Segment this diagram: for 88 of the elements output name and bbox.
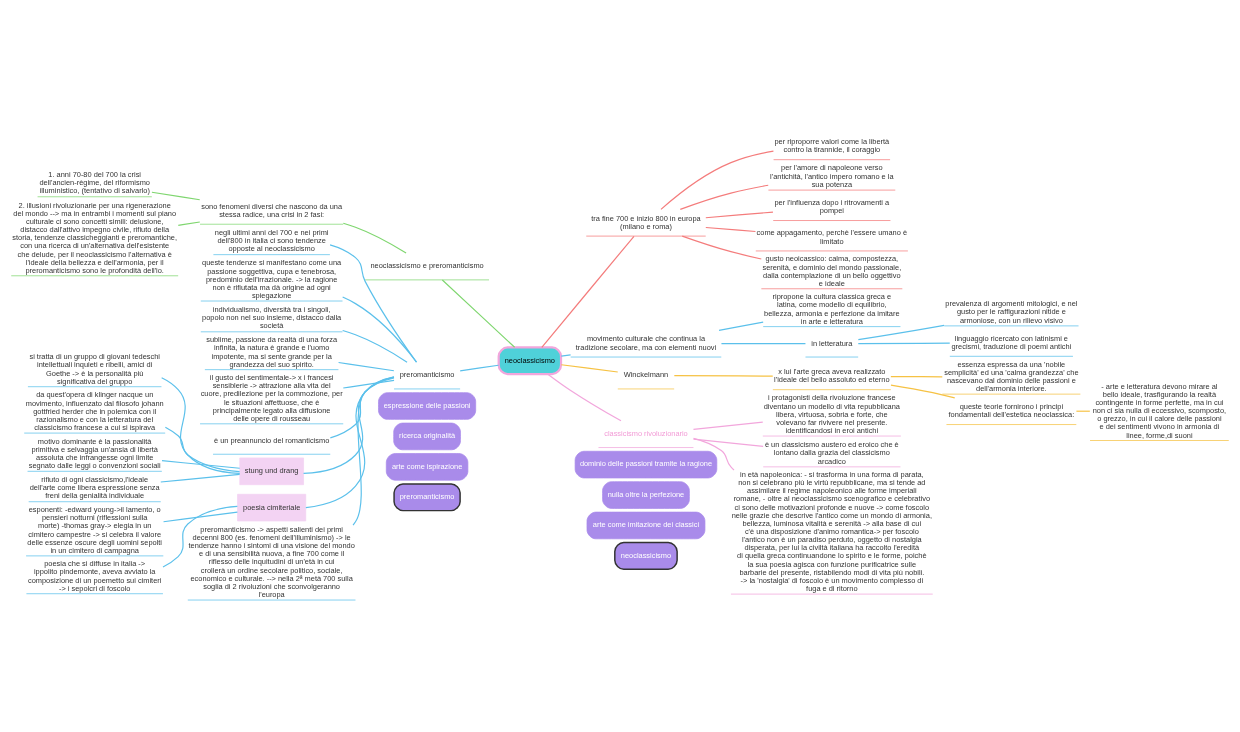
node-text: si tratta di un gruppo di giovani tedeschi intellettuali inquieti e ribelli, amici di Goethe -> è la personalità più significativa del gruppo: [29, 351, 160, 386]
node-text: individualismo, diversità tra i singoli, popolo non nel suo insieme, distacco dalla società: [202, 304, 342, 330]
connector: [720, 342, 807, 344]
node-box: preromanticismo: [393, 482, 461, 511]
connector: [692, 420, 764, 430]
connector: [890, 375, 943, 377]
node-text: queste teorie fornirono i principi fondamentali dell'estetica neoclassica:: [948, 401, 1075, 419]
node-text: x lui l'arte greca aveva realizzato l'ideale del bello assoluto ed eterno: [774, 366, 890, 384]
connector: [302, 376, 395, 474]
node-text: è un preannuncio del romanticismo: [214, 435, 330, 445]
node-text: queste tendenze si manifestano come una passione soggettiva, cupa e tenebrosa, predominio dell'irrazionale. -> la ragione non è rifiutata ma dà origine ad ogni spiegazione: [202, 257, 342, 300]
connector: [718, 321, 764, 331]
connector: [342, 329, 408, 363]
node-text: negli ultimi anni del 700 e nei primi dell'800 in italia ci sono tendenze opposte al neoclassicismo: [214, 227, 329, 253]
node-text: essenza espressa da una 'nobile semplicità' ed una 'calma grandezza' che nascevano dal dominio delle passioni e dell'armonia interiore.: [944, 359, 1079, 393]
connector: [857, 324, 945, 340]
connector: [160, 473, 241, 483]
node-text: come appagamento, perchè l'essere umano è limitato: [756, 227, 908, 246]
node-text: classicismo rivoluzionario: [604, 428, 688, 438]
node-box: stung und drang: [239, 457, 304, 485]
connector: [342, 295, 418, 363]
node-text: in età napoleonica: - si trasforma in una forma di parata, non si celebrano più le virtù repubblicane, ma si tende ad assimilare il regime napoleonico alle forme imperiali romane, - oltre al neoclassicismo scenografico e celebrativo ci sono delle motivazioni profonde e nuove -> come foscolo nelle grazie che descrive l'antico come un mondo di armonia, bellezza, luminosa vitalità e serenità -> alla base di cui c'è una disposizione d'animo romantica-> per foscolo l'antico non è un paradiso perduto, oggetto di nostalgia disperata, per lui la civiltà italiana ha raccolto l'eredità di quella greca continuandone lo spirito e le forme, poichè la sua poesia agisca con funzione purificatrice sulle barbarie del presente, ristabilendo modi di vita più nobili. -> la 'nostalgia' di foscolo è un movimento complesso di fuga e di ritorno: [731, 469, 932, 593]
node-box: poesia cimiteriale: [237, 493, 307, 521]
node-text: neoclassicismo e preromanticismo: [370, 260, 484, 270]
connector: [342, 222, 407, 254]
node-text: è un classicismo austero ed eroico che è lontano dalla grazia del classicismo arcadico: [764, 439, 899, 466]
connector: [705, 226, 757, 232]
connector: [890, 384, 956, 398]
node-text: Winckelmann: [623, 369, 669, 379]
node-box: dominio delle passioni tramite la ragione: [574, 450, 718, 478]
node-text: i protagonisti della rivoluzione francese diventano un modello di vita repubblicana libera, virtuosa, sobria e forte, che volevano far rivivere nel presente. identificandosi in eroi antichi: [763, 392, 900, 435]
node-text: poesia che si diffuse in italia -> ippolito pindemonte, aveva avviato la composizione di un poemetto sui cimiteri -> i sepolcri di foscolo: [28, 558, 162, 593]
connector: [162, 510, 238, 522]
node-box: arte come imitazione dei classici: [586, 511, 706, 539]
node-text: gusto neoicassico: calma, compostezza, serenità, e dominio del mondo passionale, dalla contemplazione di un bello oggettivo e ideale: [762, 253, 902, 288]
connector: [342, 379, 395, 389]
node-text: preromanticismo: [399, 369, 455, 379]
connector: [560, 363, 619, 373]
connector: [705, 211, 774, 218]
connector: [673, 374, 774, 377]
connector: [547, 373, 622, 421]
node-text: per l'influenza dopo i ritrovamenti a pompei: [774, 197, 890, 215]
node-box: neoclassicismo: [497, 345, 563, 375]
node-text: in letteratura: [811, 338, 853, 348]
connector: [857, 342, 951, 344]
node-text: rifiuto di ogni classicismo,l'ideale dell'arte come libera espressione senza freni della genialità individuale: [29, 474, 160, 500]
connector: [337, 361, 395, 371]
connector: [352, 375, 395, 526]
connector: [151, 191, 201, 200]
connector: [692, 438, 764, 447]
connector: [305, 375, 395, 508]
connector: [560, 353, 572, 357]
node-text: movimento culturale che continua la tradizione secolare, ma con elementi nuovi: [575, 333, 717, 352]
node-text: linguaggio ricercato con latinismi e grecismi, traduzione di poemi antichi: [951, 333, 1072, 351]
node-box: neoclassicismo: [614, 541, 678, 570]
node-text: prevalenza di argomenti mitologici, e nel gusto per le raffigurazioni nitide e armoniose, con un rilievo visivo: [945, 298, 1078, 325]
node-box: ricerca originalità: [393, 422, 461, 450]
node-text: tra fine 700 e inizio 800 in europa (milano e roma): [591, 213, 701, 231]
connector: [692, 437, 735, 471]
connector: [177, 220, 201, 226]
connector: [459, 364, 500, 371]
connector: [162, 505, 238, 568]
node-text: - arte e letteratura devono mirare al bello ideale, trasfigurando la realtà contingente in forme perfette, ma in cui non ci sia nulla di eccessivo, scomposto, o grezzo, in cui il calore delle passioni e dei sentimenti vivono in armonia di linee, forme,di suoni: [1092, 381, 1227, 440]
connector: [164, 426, 241, 472]
connector: [541, 235, 635, 348]
node-text: sono fenomeni diversi che nascono da una stessa radice, una crisi in 2 fasi:: [201, 201, 343, 219]
connector: [660, 150, 774, 210]
node-text: il gusto del sentimentale-> x i francesi sensiblerie -> attrazione alla vita del cuore, predilezione per la commozione, per le situazioni affettuose, che è principalmente legato alla diffusione delle opere di rousseau: [200, 372, 343, 423]
node-text: ripropone la cultura classica greca e latina, come modello di equilibrio, bellezza, armonia e perfezione da imitare in arte e letteratura: [764, 291, 900, 326]
connector: [161, 376, 241, 474]
connector: [329, 376, 395, 439]
connector: [679, 184, 769, 210]
node-box: nulla oltre la perfezione: [602, 480, 690, 509]
node-text: motivo dominante è la passionalità primitiva e selvaggia un'ansia di libertà assoluta che infrangesse ogni limite segnato dalle leggi o convenzioni sociali: [28, 436, 161, 470]
node-text: preromanticismo -> aspetti salienti dei primi decenni 800 (es. fenomeni dell'illuminismo) -> le tendenze hanno i sintomi di una visione del mondo e di una sensibilità nuova, a fine 700 come il riflesso delle inquitudini di un'età in cui crollerà un ordine secolare politico, sociale, economico e culturale. --> nella 2ª metà 700 sulla soglia di 2 rivoluzioni che sconvolgeranno l'europa: [188, 524, 355, 599]
connector: [161, 459, 241, 469]
node-text: sublime, passione da realtà di una forza infinita, la natura è grande e l'uomo impotente, ma si sente grande per la grandezza del suo spirito.: [206, 334, 338, 369]
connector: [441, 278, 516, 348]
node-text: per riproporre valori come la libertà contro la tirannide, il coraggio: [774, 136, 890, 154]
node-text: per l'amore di napoleone verso l'antichità, l'antico impero romano e la sua potenza: [770, 162, 894, 189]
node-box: espressione delle passioni: [378, 391, 477, 420]
node-text: da quest'opera di klinger nacque un movimento, influenzato dal filosofo johann gottfried herder che in polemica con il razionalismo e con la letteratura del classicismo francese a cui si ispirava: [25, 389, 164, 432]
connector: [329, 243, 417, 363]
node-box: arte come ispirazione: [385, 452, 469, 481]
node-text: 2. illusioni rivoluzionarie per una rigenerazione del mondo --> ma in entrambi i momenti sul piano culturale ci sono concetti simili: delusione, distacco dall'attivo impegno civile, rifiuto della storia, tendenze classicheggianti e preromantiche, con una ricerca di un'alternativa dell'esistente che delude, per il neoclassicismo l'alternativa è l'ideale della bellezza e dell'armonia, per il preromanticismo sono le profondità dell'io.: [12, 200, 178, 275]
node-text: 1. anni 70-80 del 700 la crisi dell'ancien-règime, del riformismo illuministico, (tentativo di salvarlo): [39, 169, 150, 195]
node-text: esponenti: -edward young->il lamento, o pensieri notturni (riflessioni sulla morte) -thomas gray-> elegia in un cimitero campestre -> si celebra il valore delle essenze oscure degli uomini sepolti in un cimitero di campagna: [27, 504, 163, 555]
connector: [681, 235, 762, 260]
